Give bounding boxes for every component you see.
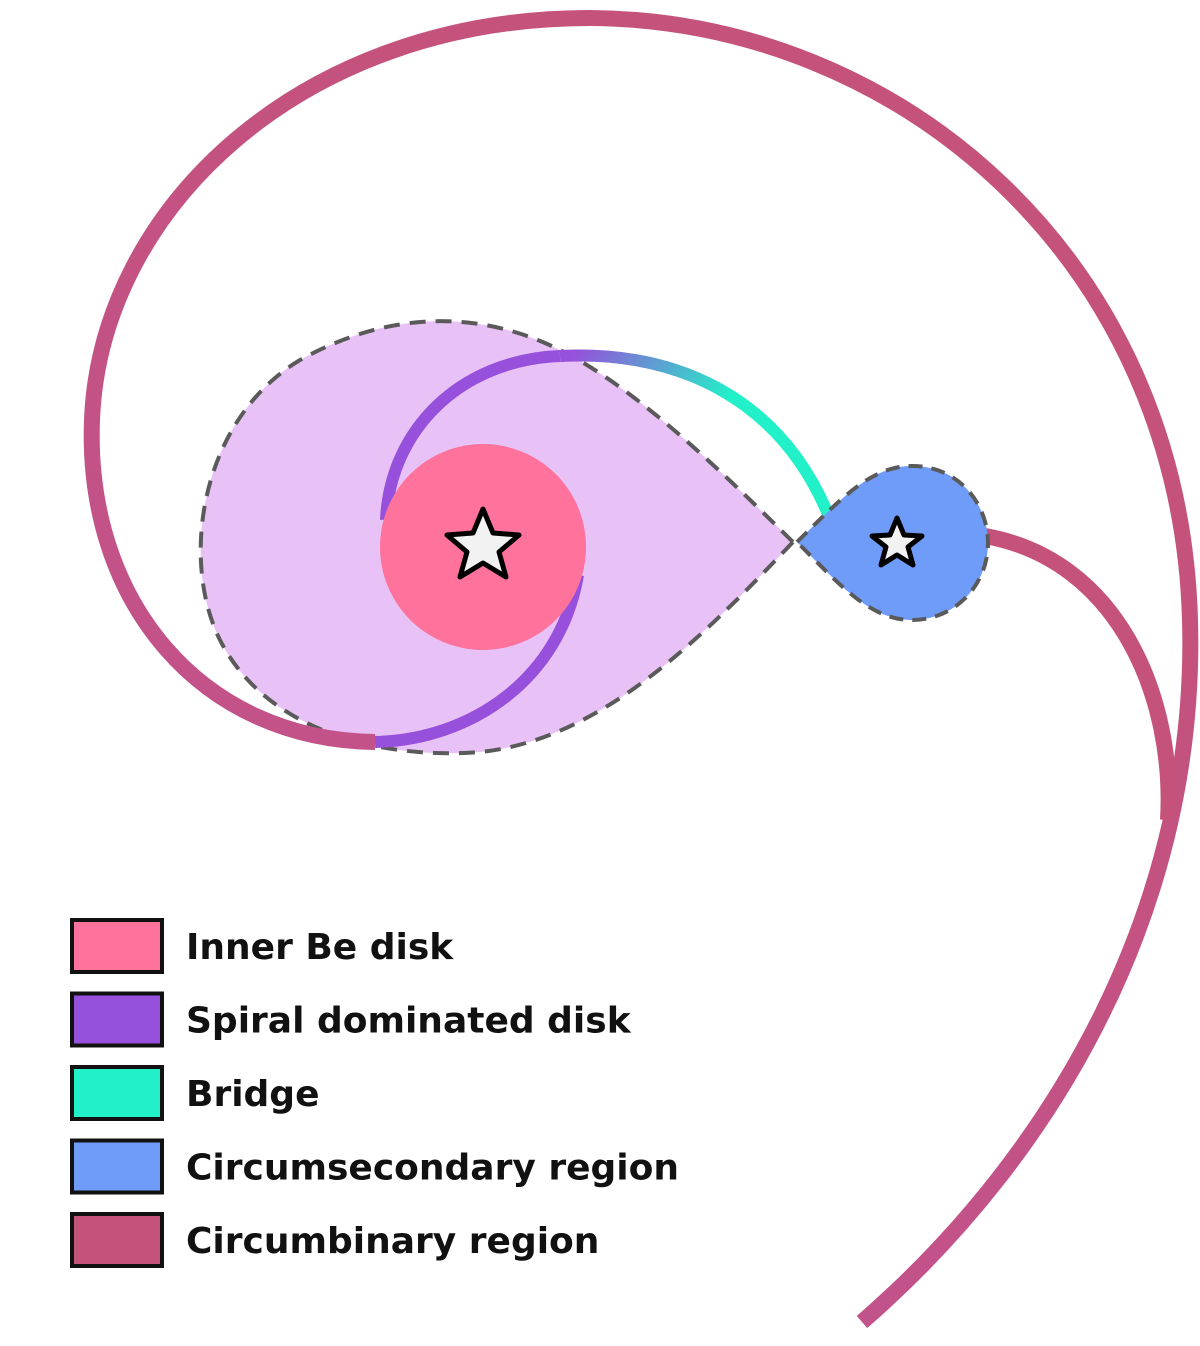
legend-swatch bbox=[70, 1212, 164, 1268]
legend-swatch bbox=[70, 1065, 164, 1121]
star-icon bbox=[444, 506, 522, 580]
legend-label: Circumbinary region bbox=[186, 1221, 599, 1262]
legend-swatch bbox=[70, 918, 164, 974]
legend-item: Bridge bbox=[70, 1065, 320, 1121]
star-icon bbox=[869, 515, 925, 568]
spiral-arm-lower bbox=[374, 573, 584, 748]
circumbinary-inner-arm bbox=[983, 528, 1177, 821]
legend-label: Circumsecondary region bbox=[186, 1148, 679, 1189]
legend-label: Bridge bbox=[186, 1074, 320, 1115]
legend-label: Spiral dominated disk bbox=[186, 1001, 632, 1042]
bridge-stream bbox=[559, 349, 834, 517]
legend-label: Inner Be disk bbox=[186, 927, 454, 968]
legend-item: Circumbinary region bbox=[70, 1212, 599, 1268]
spiral-arm-upper bbox=[380, 350, 561, 521]
legend-item: Spiral dominated disk bbox=[70, 991, 632, 1048]
legend-item: Inner Be disk bbox=[70, 918, 454, 974]
circumbinary-outer-arm bbox=[83, 9, 1199, 1329]
legend-swatch bbox=[70, 1138, 164, 1195]
legend-item: Circumsecondary region bbox=[70, 1138, 679, 1195]
legend-swatch bbox=[70, 991, 164, 1048]
